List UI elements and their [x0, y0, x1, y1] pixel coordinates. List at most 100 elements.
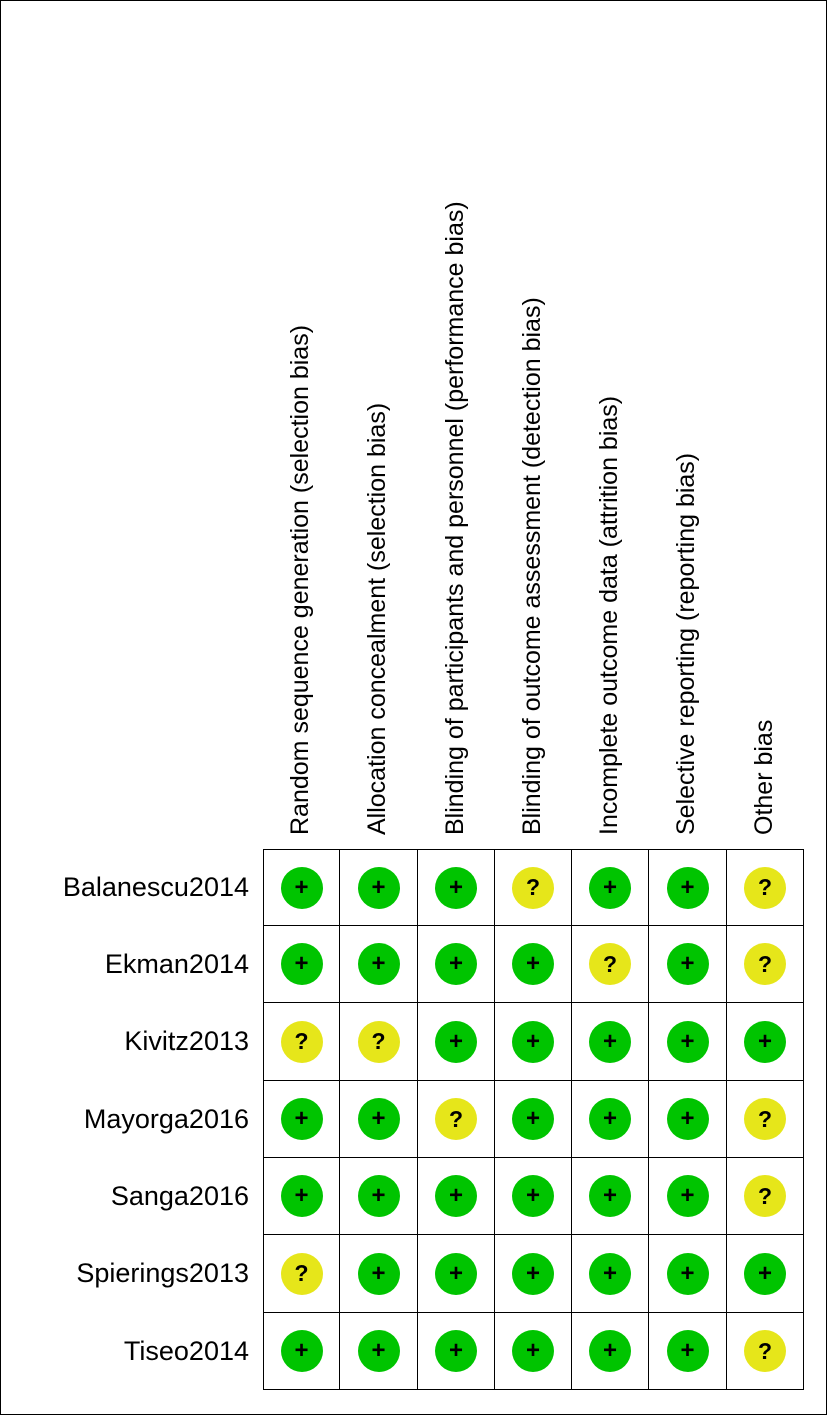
low-risk-icon: + — [744, 1020, 786, 1063]
low-risk-icon: + — [357, 943, 400, 985]
grid-cell: ? — [339, 1002, 418, 1081]
grid-cell: ? — [417, 1080, 495, 1158]
low-risk-icon: + — [589, 1020, 631, 1063]
low-risk-icon: + — [357, 866, 400, 909]
low-risk-icon: + — [666, 1020, 709, 1063]
low-risk-icon: + — [357, 1330, 400, 1372]
study-label-3: Kivitz2013 — [124, 1026, 249, 1056]
unclear-risk-icon: ? — [744, 943, 786, 985]
low-risk-icon: + — [666, 1330, 709, 1372]
unclear-risk-icon: ? — [280, 1020, 323, 1063]
grid-cell: + — [726, 1002, 804, 1081]
grid-cell: + — [263, 849, 340, 926]
grid-cell: + — [571, 849, 649, 926]
grid-cell: + — [571, 1080, 649, 1158]
low-risk-icon: + — [589, 1252, 631, 1295]
low-risk-icon: + — [589, 1175, 631, 1217]
domain-header-7: Other bias — [749, 719, 778, 835]
grid-cell: + — [339, 1312, 418, 1390]
unclear-risk-icon: ? — [280, 1252, 323, 1295]
study-label-6: Spierings2013 — [76, 1258, 249, 1288]
low-risk-icon: + — [357, 1175, 400, 1217]
grid-cell: + — [648, 1080, 727, 1158]
unclear-risk-icon: ? — [512, 866, 554, 909]
low-risk-icon: + — [280, 943, 323, 985]
grid-cell: + — [494, 925, 572, 1003]
grid-cell: ? — [726, 1080, 804, 1158]
grid-cell: + — [494, 1157, 572, 1235]
unclear-risk-icon: ? — [435, 1098, 477, 1140]
grid-cell: + — [263, 925, 340, 1003]
unclear-risk-icon: ? — [357, 1020, 400, 1063]
grid-cell: ? — [726, 849, 804, 926]
grid-cell: ? — [263, 1002, 340, 1081]
study-label-2: Ekman2014 — [104, 948, 249, 979]
low-risk-icon: + — [666, 943, 709, 985]
grid-cell: + — [417, 849, 495, 926]
grid-cell: + — [417, 1312, 495, 1390]
unclear-risk-icon: ? — [744, 1330, 786, 1372]
grid-cell: + — [726, 1234, 804, 1313]
grid-cell: + — [494, 1234, 572, 1313]
study-label-5: Sanga2016 — [110, 1180, 249, 1211]
domain-header-2: Allocation concealment (selection bias) — [363, 402, 391, 835]
low-risk-icon: + — [666, 866, 709, 909]
low-risk-icon: + — [280, 1098, 323, 1140]
grid-cell: + — [494, 1080, 572, 1158]
grid-cell: + — [648, 1234, 727, 1313]
grid-cell: + — [339, 1080, 418, 1158]
low-risk-icon: + — [512, 1098, 554, 1140]
domain-header-5: Incomplete outcome data (attrition bias) — [594, 395, 623, 835]
grid-cell: ? — [263, 1234, 340, 1313]
low-risk-icon: + — [435, 1020, 477, 1063]
grid-cell: ? — [726, 925, 804, 1003]
grid-cell: ? — [494, 849, 572, 926]
low-risk-icon: + — [435, 866, 477, 909]
low-risk-icon: + — [280, 1175, 323, 1217]
unclear-risk-icon: ? — [744, 866, 786, 909]
grid-cell: + — [417, 1157, 495, 1235]
low-risk-icon: + — [435, 1252, 477, 1295]
low-risk-icon: + — [435, 1330, 477, 1372]
grid-cell: + — [339, 849, 418, 926]
domain-header-3: Blinding of participants and personnel (… — [440, 201, 469, 835]
unclear-risk-icon: ? — [589, 943, 631, 985]
low-risk-icon: + — [589, 866, 631, 909]
grid-cell: + — [648, 1157, 727, 1235]
low-risk-icon: + — [512, 1252, 554, 1295]
grid-cell: + — [339, 925, 418, 1003]
grid-cell: ? — [571, 925, 649, 1003]
grid-cell: + — [648, 1312, 727, 1390]
low-risk-icon: + — [512, 1020, 554, 1063]
grid-cell: ? — [726, 1312, 804, 1390]
grid-cell: + — [494, 1312, 572, 1390]
low-risk-icon: + — [435, 943, 477, 985]
grid-cell: + — [417, 925, 495, 1003]
unclear-risk-icon: ? — [744, 1175, 786, 1217]
low-risk-icon: + — [744, 1252, 786, 1295]
low-risk-icon: + — [589, 1098, 631, 1140]
study-label-1: Balanescu2014 — [62, 871, 249, 902]
grid-cell: + — [648, 849, 727, 926]
low-risk-icon: + — [512, 1330, 554, 1372]
low-risk-icon: + — [666, 1098, 709, 1140]
domain-header-4: Blinding of outcome assessment (detectio… — [517, 297, 546, 835]
low-risk-icon: + — [666, 1252, 709, 1295]
low-risk-icon: + — [280, 866, 323, 909]
grid-cell: + — [263, 1080, 340, 1158]
grid-cell: + — [339, 1157, 418, 1235]
study-label-4: Mayorga2016 — [83, 1103, 249, 1134]
low-risk-icon: + — [512, 1175, 554, 1217]
study-label-7: Tiseo2014 — [123, 1335, 249, 1366]
grid-cell: + — [648, 925, 727, 1003]
grid-cell: ? — [726, 1157, 804, 1235]
grid-cell: + — [571, 1312, 649, 1390]
low-risk-icon: + — [435, 1175, 477, 1217]
grid-cell: + — [263, 1312, 340, 1390]
low-risk-icon: + — [357, 1098, 400, 1140]
domain-header-6: Selective reporting (reporting bias) — [672, 452, 700, 835]
low-risk-icon: + — [589, 1330, 631, 1372]
low-risk-icon: + — [357, 1252, 400, 1295]
grid-cell: + — [571, 1002, 649, 1081]
grid-cell: + — [417, 1002, 495, 1081]
